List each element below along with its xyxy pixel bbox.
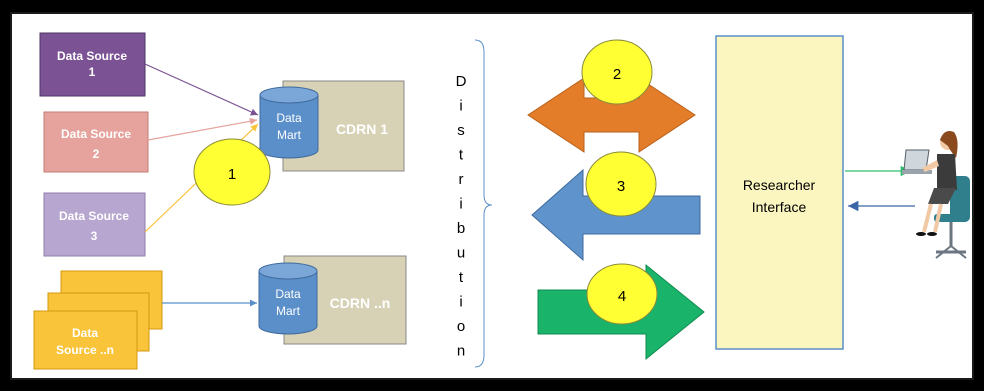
data-source-n-line1: Data — [72, 326, 98, 340]
step-4-label: 4 — [618, 288, 626, 305]
data-source-3-line2: 3 — [91, 229, 98, 243]
data-source-n-stack: Data Source ..n — [33, 270, 163, 370]
distribution-letter: i — [459, 196, 462, 213]
researcher-line1: Researcher — [743, 177, 816, 193]
data-source-2-line2: 2 — [93, 147, 100, 161]
data-source-3-line1: Data Source — [59, 209, 129, 223]
distribution-letter: u — [457, 245, 465, 262]
researcher-interface: Researcher Interface — [715, 35, 844, 350]
distribution-letter: s — [457, 122, 465, 139]
cdrn-1-label: CDRN 1 — [336, 121, 388, 137]
distribution-letter: r — [459, 171, 464, 188]
data-mart-1-cylinder: Data Mart — [259, 86, 319, 159]
distribution-letter: n — [457, 343, 465, 360]
step-1-badge: 1 — [193, 138, 271, 206]
source-2-connector — [147, 117, 258, 141]
distribution-brace — [474, 39, 493, 368]
data-mart-1-line2: Mart — [277, 128, 302, 142]
distribution-letter: i — [459, 98, 462, 115]
data-source-1-line2: 1 — [89, 65, 96, 79]
step-4-badge: 4 — [586, 263, 658, 325]
data-mart-n-cylinder: Data Mart — [258, 262, 318, 335]
data-source-2-line1: Data Source — [61, 127, 131, 141]
source-1-connector — [144, 63, 259, 116]
person-at-computer-icon — [902, 131, 970, 259]
step-3-badge: 3 — [585, 151, 657, 217]
step-1-label: 1 — [228, 166, 236, 183]
data-source-3: Data Source 3 — [43, 192, 146, 257]
arrow-2-bidirectional — [527, 77, 696, 153]
step-2-label: 2 — [613, 66, 621, 83]
data-source-2: Data Source 2 — [43, 111, 149, 173]
data-mart-n-line2: Mart — [276, 304, 301, 318]
data-mart-n-line1: Data — [275, 287, 301, 301]
researcher-line2: Interface — [752, 199, 807, 215]
distribution-letter: b — [457, 220, 465, 237]
distribution-letter: o — [457, 318, 465, 335]
data-mart-1-line1: Data — [276, 111, 302, 125]
step-2-badge: 2 — [581, 39, 653, 105]
data-source-1-line1: Data Source — [57, 49, 127, 63]
distribution-letter: i — [459, 294, 462, 311]
data-source-n-line2: Source ..n — [56, 343, 114, 357]
step-3-label: 3 — [617, 178, 625, 195]
distribution-letter: D — [456, 73, 467, 90]
data-source-1: Data Source 1 — [39, 32, 146, 97]
distribution-letter: t — [459, 147, 464, 164]
cdrn-n-label: CDRN ..n — [330, 295, 391, 311]
distribution-letter: t — [459, 269, 464, 286]
